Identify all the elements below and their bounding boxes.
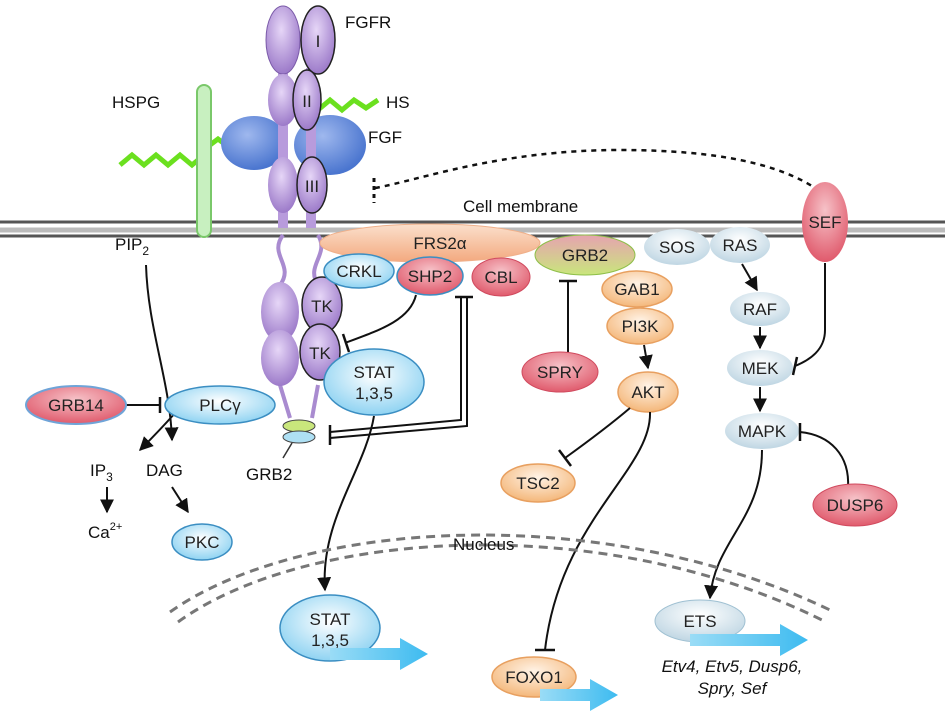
- frs2a-label: FRS2α: [413, 234, 466, 253]
- dag-label: DAG: [146, 461, 183, 480]
- domain-iii-label: III: [305, 177, 319, 196]
- tk-domain-2-label: TK: [309, 344, 331, 363]
- dag-to-pkc-arrow: [171, 486, 189, 514]
- cbl-inhibition-line-1: [329, 297, 462, 433]
- fgfr-receptor: [261, 5, 343, 419]
- fgf-label: FGF: [368, 128, 402, 147]
- mapk-to-ets-arrow: [704, 449, 763, 600]
- grb2-label: GRB2: [562, 246, 608, 265]
- akt-tsc2-inhibition: [564, 407, 631, 459]
- stat-upper-line2: 1,3,5: [355, 384, 393, 403]
- foxo1-transcription-arrow: [540, 679, 618, 711]
- ras-label: RAS: [723, 236, 758, 255]
- sos-label: SOS: [659, 238, 695, 257]
- mek-label: MEK: [742, 359, 780, 378]
- sef-node: [802, 182, 848, 262]
- cbl-node: [471, 257, 531, 297]
- mapk-node: [725, 413, 799, 449]
- shp2-label: SHP2: [408, 267, 452, 286]
- plcg-label: PLCγ: [199, 396, 241, 415]
- sef-dotted-inhibition: [374, 148, 816, 190]
- plcg-to-ip3-arrow: [139, 411, 177, 451]
- target-genes-line1: Etv4, Etv5, Dusp6,: [662, 657, 803, 676]
- tsc2-label: TSC2: [516, 474, 559, 493]
- pkc-label: PKC: [185, 533, 220, 552]
- tsc2-node: [500, 463, 576, 503]
- ca-label: Ca2+: [88, 521, 122, 542]
- pi3k-label: PI3K: [622, 317, 660, 336]
- dusp6-label: DUSP6: [827, 496, 884, 515]
- mek-node: [727, 350, 793, 386]
- ip3-label: IP3: [90, 461, 113, 484]
- grb14-node: [25, 385, 127, 425]
- ras-node: [710, 227, 770, 263]
- hs-label: HS: [386, 93, 410, 112]
- stat-lower-line1: STAT: [310, 610, 351, 629]
- ras-to-raf-arrow: [741, 263, 758, 292]
- cell-membrane-label: Cell membrane: [463, 197, 578, 216]
- foxo1-node: [491, 656, 577, 698]
- stat-lower-line2: 1,3,5: [311, 631, 349, 650]
- akt-node: [617, 371, 679, 413]
- akt-foxo1-inhibition: [544, 411, 652, 651]
- pi3k-node: [606, 307, 674, 345]
- hspg-core: [196, 84, 212, 238]
- cbl-label: CBL: [484, 268, 517, 287]
- stat-lower-node: [279, 594, 381, 662]
- stat-upper-line1: STAT: [354, 363, 395, 382]
- tk-domain-1-label: TK: [311, 297, 333, 316]
- domain-ii-label: II: [302, 92, 311, 111]
- pi3k-to-akt-arrow: [638, 344, 653, 370]
- shp2-tk-bar: [341, 333, 351, 353]
- shp2-tk-inhibition: [344, 294, 417, 344]
- domain-i-label: I: [316, 32, 321, 51]
- grb2-node: [534, 234, 636, 276]
- fgfr-label: FGFR: [345, 13, 391, 32]
- dusp6-node: [812, 483, 898, 527]
- plcg-node: [164, 385, 276, 425]
- nucleus-label: Nucleus: [453, 535, 514, 554]
- target-genes-line2: Spry, Sef: [698, 679, 769, 698]
- stat-upper-node: [323, 348, 425, 416]
- sef-label: SEF: [808, 213, 841, 232]
- spry-label: SPRY: [537, 363, 583, 382]
- pip2-to-dag-arrow: [145, 264, 179, 442]
- ets-transcription-arrow: [690, 624, 808, 656]
- sef-mek-inhibition: [794, 263, 826, 367]
- raf-label: RAF: [743, 300, 777, 319]
- fgf-ligand-left: [221, 116, 287, 170]
- pkc-node: [171, 523, 233, 561]
- nuclear-envelope: [169, 533, 831, 624]
- stat-transcription-arrow: [330, 638, 428, 670]
- crkl-label: CRKL: [336, 262, 381, 281]
- spry-node: [521, 351, 599, 393]
- ets-label: ETS: [683, 612, 716, 631]
- mapk-label: MAPK: [738, 422, 787, 441]
- grb14-label: GRB14: [48, 396, 104, 415]
- crkl-node: [323, 253, 395, 289]
- foxo1-label: FOXO1: [505, 668, 563, 687]
- cbl-inhibition-line-2: [329, 297, 468, 439]
- shp2-node: [396, 256, 464, 296]
- dusp6-inhibition: [799, 431, 850, 489]
- pip2-label: PIP2: [115, 235, 149, 258]
- akt-label: AKT: [631, 383, 664, 402]
- grb2-receptor-docked: [282, 419, 316, 459]
- sef-mek-bar: [791, 356, 799, 376]
- gab1-label: GAB1: [614, 280, 659, 299]
- grb2-bottom-label: GRB2: [246, 465, 292, 484]
- hspg-label: HSPG: [112, 93, 160, 112]
- raf-node: [730, 292, 790, 326]
- akt-tsc2-bar: [558, 449, 572, 467]
- stat-to-nucleus-arrow: [317, 415, 375, 592]
- sos-node: [644, 229, 710, 265]
- gab1-node: [601, 270, 673, 308]
